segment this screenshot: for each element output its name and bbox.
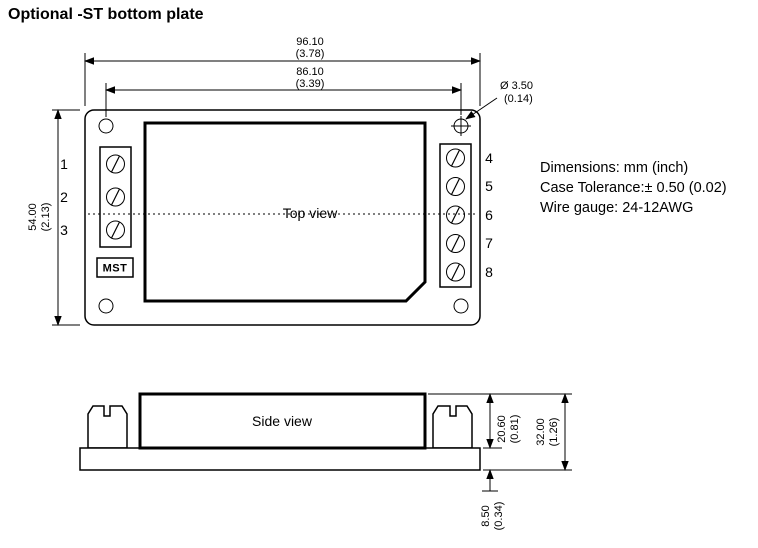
mounting-hole-icon [453, 298, 469, 314]
screw-terminal-icon [106, 220, 125, 240]
pin-number-7: 7 [485, 235, 493, 251]
screw-terminal-icon [106, 187, 125, 207]
terminal-block-left [99, 146, 132, 248]
screw-terminal-icon [446, 234, 465, 253]
note-tolerance: Case Tolerance:± 0.50 (0.02) [540, 180, 727, 196]
mounting-hole-icon [98, 118, 114, 134]
dimension-standoff-height: 8.50 (0.34) [480, 469, 505, 531]
mst-label-box: MST [96, 257, 134, 278]
pin-number-1: 1 [60, 156, 68, 172]
dim-body-height-inch: (0.81) [509, 415, 521, 444]
top-view: MST [60, 109, 493, 326]
top-view-label: Top view [283, 205, 338, 221]
dimension-body-height: 20.60 (0.81) [428, 393, 572, 449]
dim-total-height-mm: 32.00 [535, 418, 547, 446]
dim-hole-spacing-inch: (3.39) [296, 78, 325, 90]
top-view-module-body [143, 121, 427, 303]
note-dimensions: Dimensions: mm (inch) [540, 160, 688, 176]
pin-number-2: 2 [60, 189, 68, 205]
pin-number-4: 4 [485, 150, 493, 166]
dim-hole-diameter-mm: Ø 3.50 [500, 80, 533, 92]
mounting-hole-crosshair-icon [451, 116, 471, 136]
screw-terminal-icon [446, 262, 465, 282]
screw-terminal-icon [106, 154, 125, 174]
pin-number-3: 3 [60, 222, 68, 238]
page-title: Optional -ST bottom plate [8, 6, 204, 23]
drawing-notes: Dimensions: mm (inch) Case Tolerance:± 0… [540, 160, 727, 216]
dimension-overall-width: 96.10 (3.78) [84, 36, 481, 106]
dimension-case-height: 54.00 (2.13) [27, 109, 80, 326]
terminal-block-right [439, 143, 472, 288]
side-view-bottom-plate [79, 447, 481, 471]
dimension-hole-spacing: 86.10 (3.39) [105, 66, 462, 117]
side-view-case-body [138, 392, 427, 450]
pin-number-6: 6 [485, 207, 493, 223]
dim-case-height-inch: (2.13) [40, 203, 52, 232]
screw-terminal-icon [446, 177, 465, 196]
side-view: Side view [79, 392, 481, 471]
note-wire-gauge: Wire gauge: 24-12AWG [540, 200, 693, 216]
dim-standoff-mm: 8.50 [480, 505, 492, 526]
mst-label: MST [103, 263, 128, 275]
dim-case-height-mm: 54.00 [27, 203, 39, 231]
side-view-terminal-left [87, 405, 128, 449]
mounting-hole-icon [98, 298, 114, 314]
dim-total-height-inch: (1.26) [548, 418, 560, 447]
dim-hole-diameter-inch: (0.14) [504, 93, 533, 105]
dim-standoff-inch: (0.34) [493, 502, 505, 531]
screw-terminal-icon [446, 205, 465, 225]
dimension-hole-diameter-callout: Ø 3.50 (0.14) [465, 80, 533, 120]
dim-overall-width-mm: 96.10 [296, 36, 324, 48]
dim-hole-spacing-mm: 86.10 [296, 66, 324, 78]
dim-body-height-mm: 20.60 [496, 415, 508, 443]
screw-terminal-icon [446, 148, 465, 168]
side-view-terminal-right [432, 405, 473, 449]
pin-number-5: 5 [485, 178, 493, 194]
dim-overall-width-inch: (3.78) [296, 48, 325, 60]
side-view-label: Side view [252, 413, 313, 429]
dimension-total-height: 32.00 (1.26) [483, 393, 572, 471]
pin-number-8: 8 [485, 264, 493, 280]
